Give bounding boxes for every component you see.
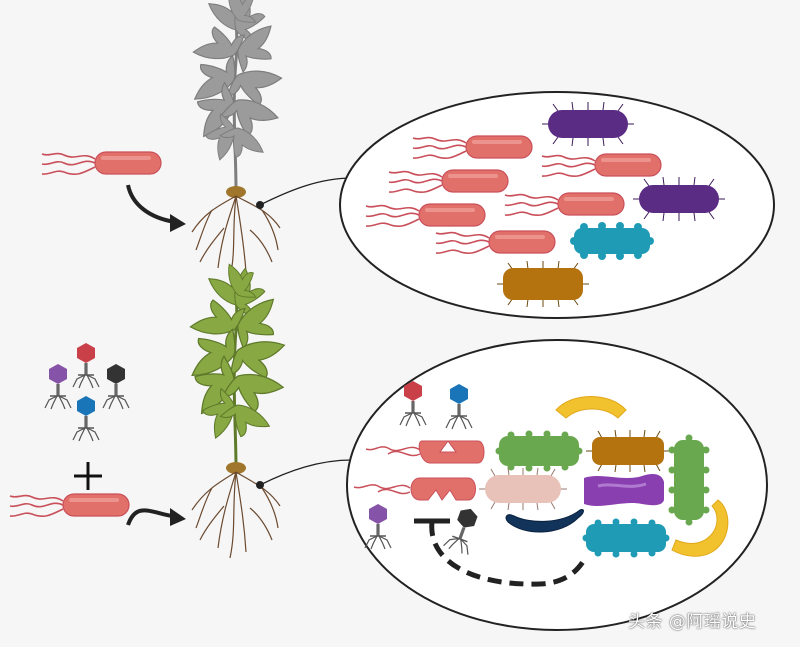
arrowhead [170,214,186,232]
inhibition-arrow-icon [414,518,587,587]
healthy-tomato-plant [181,262,287,559]
watermark-text: 头条 @阿瑶说史 [628,612,757,632]
phage-black [102,363,130,410]
connector-dot [256,201,264,209]
phage-red [72,342,100,389]
diseased-rhizosphere-zoom [339,91,775,319]
phage-purple [44,363,72,410]
curved-arrow-icon [126,184,176,224]
pathogen-bacterium [9,493,130,518]
phage-blue [72,395,100,442]
plus-icon [74,462,102,490]
connector-dot [256,481,264,489]
lysed-pathogen [353,477,476,501]
beneficial-microbes [479,396,729,558]
pathogen-bacterium [41,151,162,176]
arrowhead [170,508,186,526]
connector-line [259,177,353,206]
diseased-tomato-plant [184,0,284,279]
curved-arrow-icon [126,508,173,526]
commensal-microbes [497,101,725,308]
phage-cocktail [44,342,130,442]
lysed-pathogen [365,440,485,464]
connector-line [259,459,353,486]
